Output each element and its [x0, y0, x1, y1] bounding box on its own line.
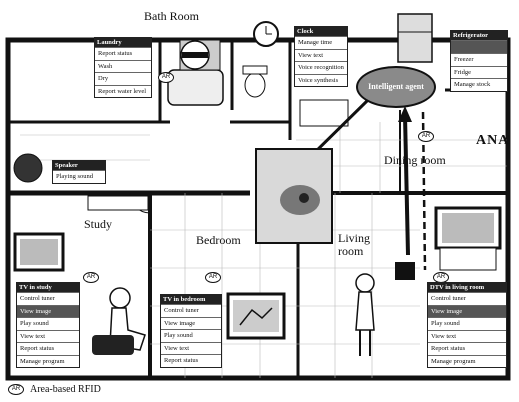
menu-item[interactable]: Report status — [161, 354, 221, 366]
menu-item[interactable]: Fridge — [451, 65, 507, 78]
legend-label: Area-based RFID — [30, 384, 101, 395]
toilet — [244, 72, 266, 98]
person-study — [109, 287, 131, 309]
bathtub — [167, 69, 224, 106]
room-label-living: Living room — [338, 231, 370, 259]
panel-title: TV in study — [17, 283, 79, 293]
menu-item[interactable]: View image — [17, 304, 79, 318]
menu-item[interactable]: View text — [161, 341, 221, 354]
menu-item[interactable]: Manage program — [428, 354, 506, 367]
menu-item[interactable]: View image — [161, 316, 221, 329]
panel-speaker: Speaker Playing sound — [52, 160, 106, 184]
menu-item[interactable]: Control tuner — [161, 304, 221, 316]
pillar — [395, 262, 415, 280]
arrow — [403, 114, 410, 256]
panel-laundry: Laundry Report status Wash Dry Report wa… — [94, 37, 152, 99]
rfid-tag-icon: AR — [205, 272, 221, 283]
rfid-tag-icon: AR — [83, 272, 99, 283]
panel-title: Refrigerator — [451, 31, 507, 41]
menu-item[interactable]: Voice synthesis — [295, 73, 347, 86]
menu-item[interactable]: Voice recognition — [295, 61, 347, 73]
menu-item[interactable]: Control tuner — [17, 292, 79, 304]
panel-title: Clock — [295, 27, 347, 37]
person-living — [355, 273, 375, 293]
legend: AR Area-based RFID — [8, 384, 101, 395]
menu-item[interactable]: Play sound — [161, 329, 221, 341]
speaker — [13, 153, 43, 183]
menu-item[interactable]: Report status — [17, 342, 79, 354]
menu-item[interactable] — [451, 40, 507, 54]
menu-item[interactable]: Report status — [95, 47, 151, 59]
room-label-study: Study — [84, 217, 113, 231]
panel-title: Laundry — [95, 38, 151, 48]
menu-item[interactable]: Control tuner — [428, 292, 506, 304]
menu-item[interactable]: Dry — [95, 72, 151, 84]
panel-title: Speaker — [53, 161, 105, 171]
room-label-dining: Dining room — [384, 153, 446, 167]
panel-title: TV in bedroom — [161, 295, 221, 305]
panel-refrigerator: Refrigerator Freezer Fridge Manage stock — [450, 30, 508, 92]
menu-item[interactable]: Report water level — [95, 84, 151, 97]
rfid-tag-icon: AR — [418, 131, 434, 142]
refrigerator — [397, 13, 433, 63]
rfid-legend-icon: AR — [8, 384, 24, 395]
panel-tv-study: TV in study Control tuner View image Pla… — [16, 282, 80, 369]
menu-item[interactable]: View image — [428, 304, 506, 318]
menu-item[interactable]: Manage stock — [451, 78, 507, 90]
menu-item[interactable]: View text — [428, 329, 506, 342]
menu-item[interactable]: Wash — [95, 59, 151, 72]
room-label-bedroom: Bedroom — [196, 233, 241, 247]
panel-title: DTV in living room — [428, 283, 506, 293]
panel-tv-bedroom: TV in bedroom Control tuner View image P… — [160, 294, 222, 368]
panel-dtv-living: DTV in living room Control tuner View im… — [427, 282, 507, 369]
menu-item[interactable]: Manage time — [295, 36, 347, 48]
menu-item[interactable]: View text — [295, 48, 347, 61]
annotation-right: ANA — [476, 133, 510, 148]
menu-item[interactable]: Report status — [428, 342, 506, 354]
menu-item[interactable]: Freezer — [451, 53, 507, 65]
menu-item[interactable]: Play sound — [428, 317, 506, 329]
menu-item[interactable]: Play sound — [17, 317, 79, 329]
bath-text: Bath Room — [144, 9, 200, 23]
menu-item[interactable]: Playing sound — [53, 170, 105, 182]
menu-item[interactable]: Manage program — [17, 354, 79, 367]
menu-item[interactable]: View text — [17, 329, 79, 342]
intelligent-agent: Intelligent agent — [356, 66, 436, 108]
room-label-bath: Bath Room — [144, 9, 200, 23]
dining-table — [299, 99, 349, 127]
panel-clock: Clock Manage time View text Voice recogn… — [294, 26, 348, 88]
rfid-tag-icon: AR — [158, 72, 174, 83]
